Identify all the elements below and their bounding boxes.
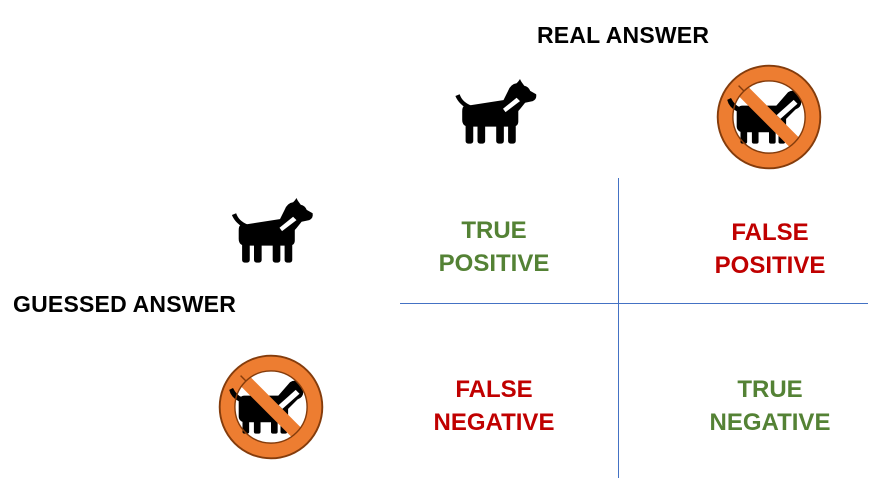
- dog-icon: [452, 79, 537, 147]
- real-answer-heading: REAL ANSWER: [537, 22, 710, 48]
- grid-line-vertical: [618, 178, 619, 478]
- true-positive-cell: TRUE POSITIVE: [384, 214, 604, 280]
- false-positive-cell: FALSE POSITIVE: [660, 216, 879, 282]
- false-negative-line2: NEGATIVE: [433, 409, 555, 436]
- no-dog-icon: [712, 60, 826, 174]
- false-positive-line2: POSITIVE: [714, 252, 826, 279]
- false-positive-line1: FALSE: [731, 219, 809, 246]
- true-negative-line1: TRUE: [737, 376, 803, 403]
- true-positive-line1: TRUE: [461, 217, 527, 244]
- dog-icon: [228, 198, 314, 266]
- false-negative-line1: FALSE: [455, 376, 533, 403]
- grid-line-horizontal: [400, 303, 868, 304]
- guessed-answer-heading: GUESSED ANSWER: [13, 291, 237, 317]
- false-negative-cell: FALSE NEGATIVE: [384, 373, 604, 439]
- true-negative-cell: TRUE NEGATIVE: [660, 373, 879, 439]
- true-positive-line2: POSITIVE: [438, 250, 550, 277]
- true-negative-line2: NEGATIVE: [709, 409, 831, 436]
- no-dog-icon: [214, 350, 328, 464]
